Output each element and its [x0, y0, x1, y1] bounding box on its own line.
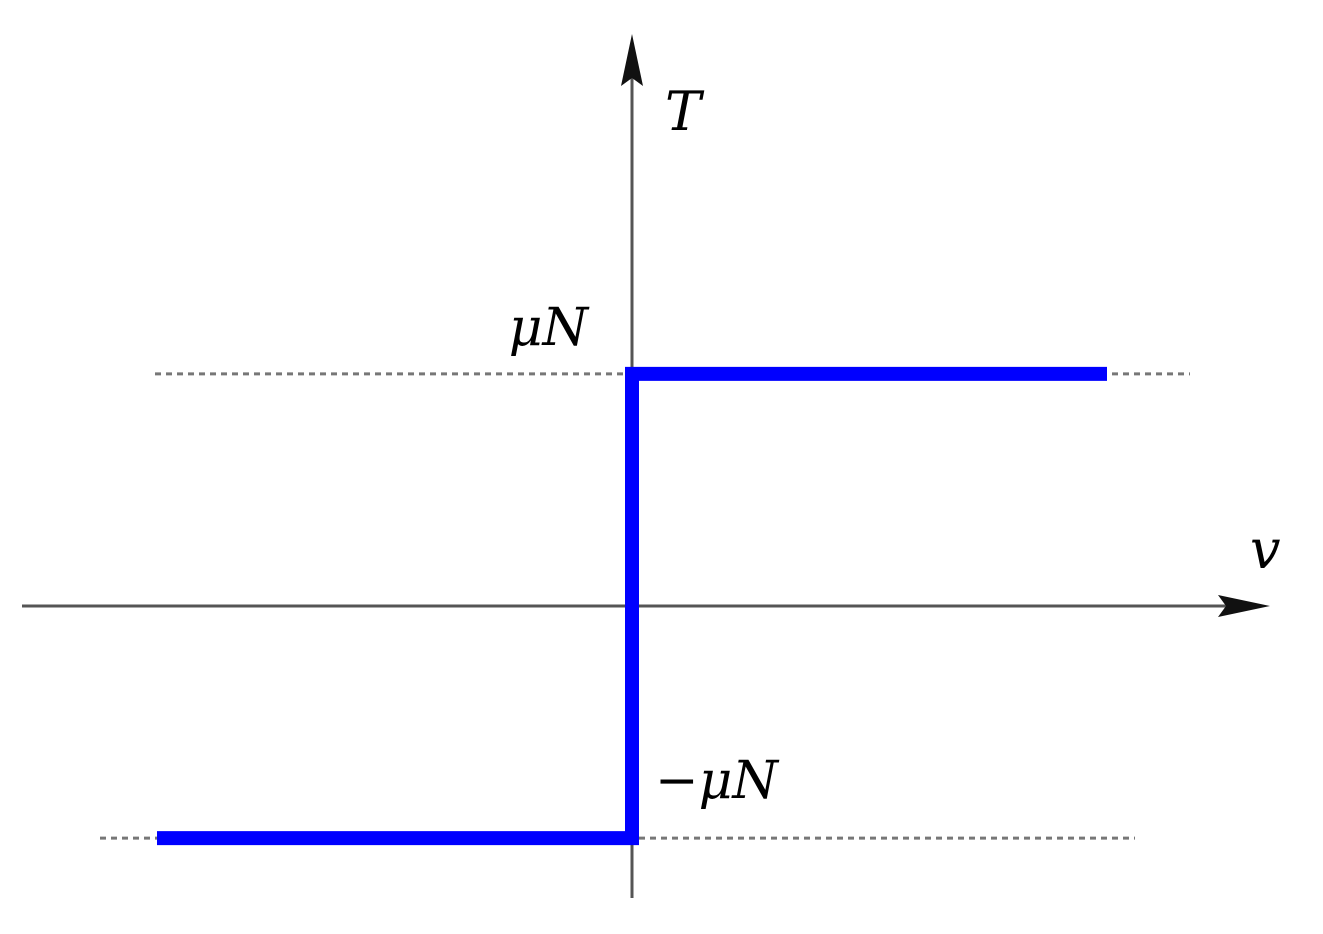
series-layer: [157, 366, 1107, 846]
series-line-0: [157, 366, 1107, 846]
x-axis-label: v: [1250, 518, 1281, 581]
upper-reference-label: μN: [509, 298, 590, 358]
y-axis-label: T: [665, 80, 705, 143]
x-axis-arrowhead: [1218, 595, 1270, 617]
y-axis-arrowhead: [621, 34, 643, 86]
lower-reference-label: −μN: [655, 751, 779, 811]
